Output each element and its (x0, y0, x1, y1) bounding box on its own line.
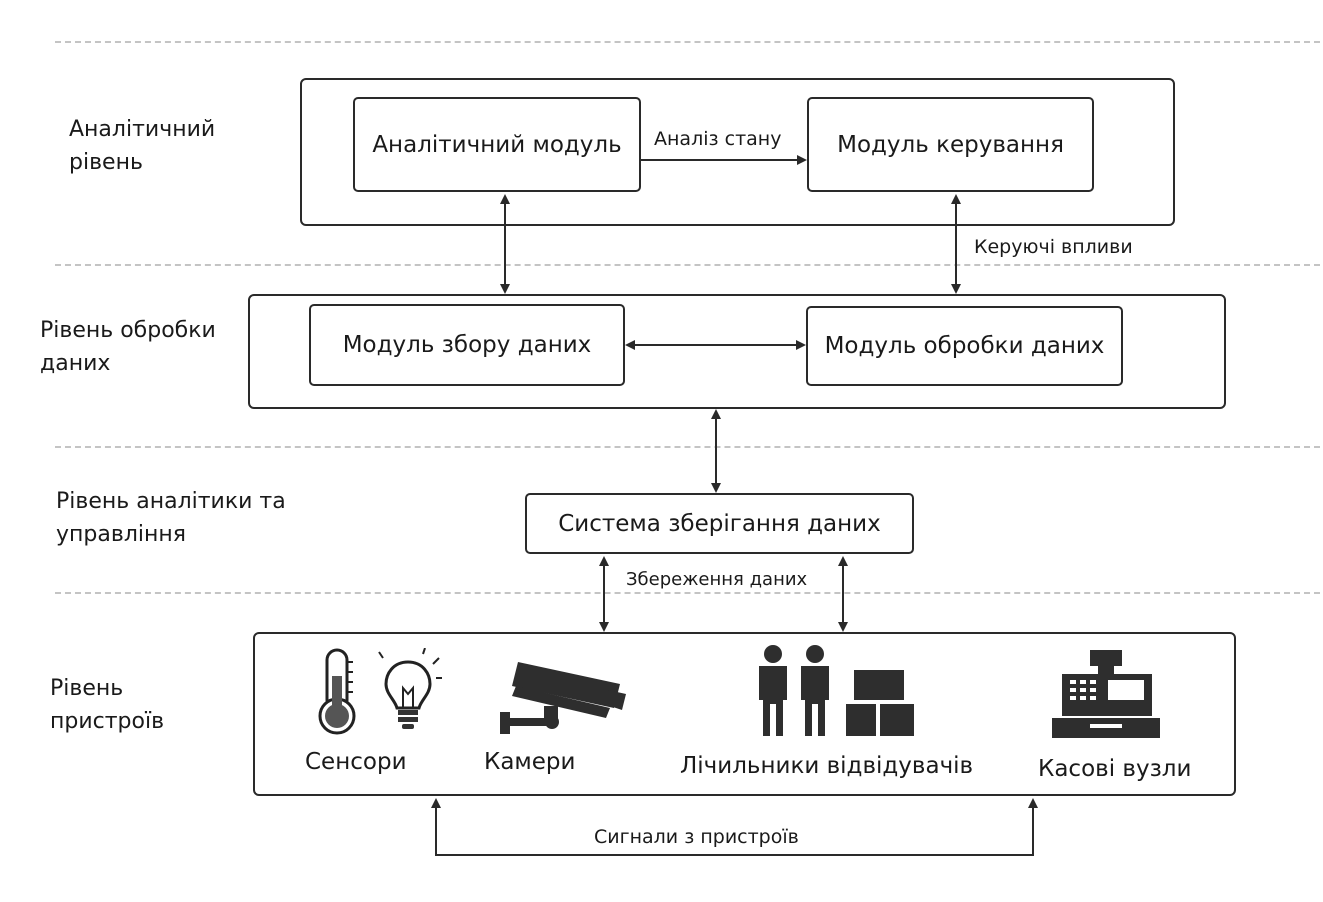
data-processing-module-label: Модуль обробки даних (824, 333, 1105, 359)
level-separator (55, 446, 1320, 448)
thermometer-icon (318, 648, 356, 735)
light-bulb-icon (378, 648, 442, 729)
level-label-analytical: Аналітичний рівень (69, 117, 216, 175)
level-separator (55, 264, 1320, 266)
cameras-label: Камери (484, 749, 576, 775)
data-collection-module-box: Модуль збору даних (309, 304, 625, 386)
level-label-devices: Рівень пристроїв (50, 676, 165, 734)
level-label-processing: Рівень обробки даних (40, 318, 216, 376)
analytical-module-label: Аналітичний модуль (372, 131, 622, 158)
storage-system-box: Система зберігання даних (525, 493, 914, 554)
state-analysis-label: Аналіз стану (654, 128, 782, 150)
level-separator (55, 592, 1320, 594)
device-signals-label: Сигнали з пристроїв (594, 826, 799, 848)
level-label-analytics-management: Рівень аналітики та управління (56, 489, 286, 547)
people-icon (759, 645, 829, 736)
cash-register-icon (1052, 650, 1160, 738)
control-module-label: Модуль керування (837, 131, 1064, 158)
data-processing-module-box: Модуль обробки даних (806, 306, 1123, 386)
control-module-box: Модуль керування (807, 97, 1094, 192)
analytical-module-box: Аналітичний модуль (353, 97, 641, 192)
security-camera-icon (500, 662, 626, 734)
storage-system-label: Система зберігання даних (558, 510, 881, 537)
control-actions-label: Керуючі впливи (974, 236, 1133, 258)
cash-registers-label: Касові вузли (1038, 756, 1192, 782)
boxes-icon (846, 670, 914, 736)
arrow-device-signals (431, 798, 1038, 856)
data-storage-label: Збереження даних (626, 569, 808, 590)
sensors-label: Сенсори (305, 749, 407, 775)
level-separator (55, 41, 1320, 43)
data-collection-module-label: Модуль збору даних (342, 332, 592, 358)
visitor-counters-label: Лічильники відвідувачів (680, 753, 974, 779)
